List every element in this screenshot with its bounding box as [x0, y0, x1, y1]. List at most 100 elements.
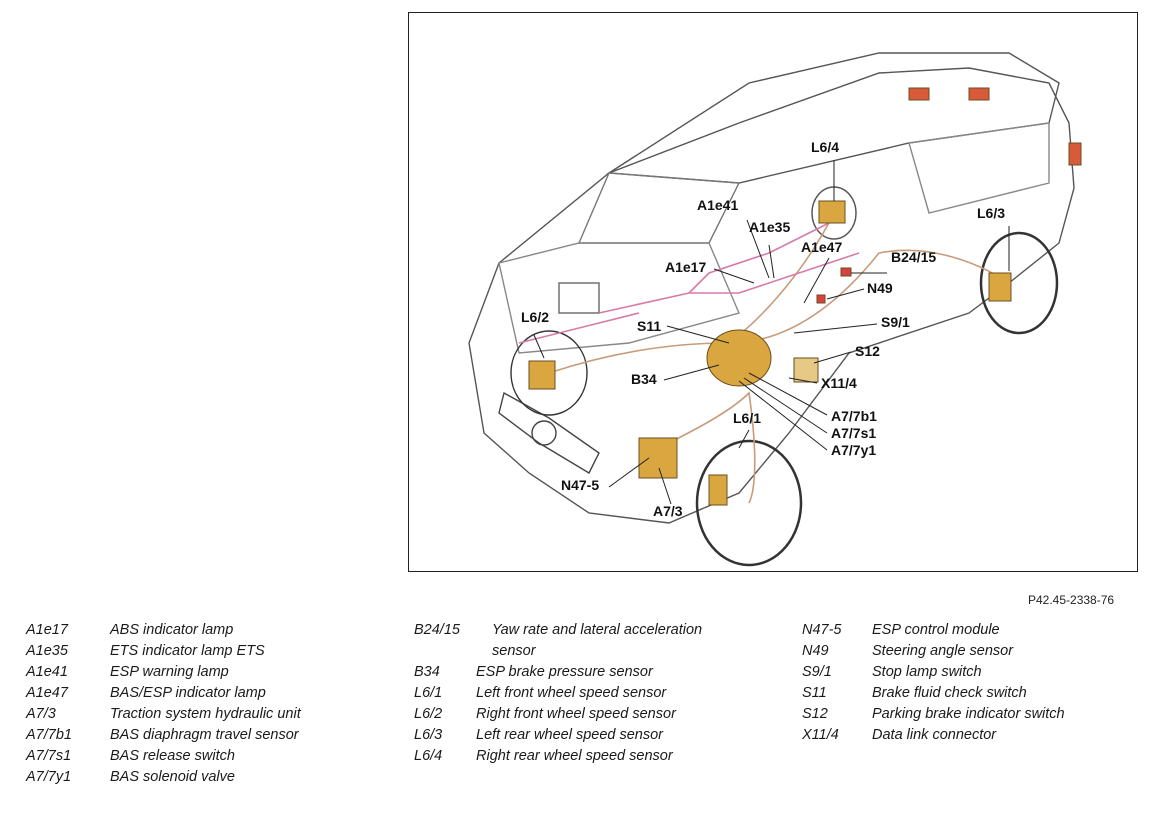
left-rear-wheel [979, 231, 1059, 335]
figure-reference-code: P42.45-2338-76 [1028, 593, 1115, 607]
callout-a7-7b1: A7/7b1 [831, 408, 877, 424]
legend-code: A7/3 [26, 706, 56, 722]
legend-code: N47-5 [802, 622, 842, 638]
leader-line [663, 364, 720, 381]
vehicle-grille [498, 391, 600, 474]
legend-code: B24/15 [414, 622, 460, 638]
legend-row: S9/1 Stop lamp switch [802, 662, 1142, 683]
legend-code: A1e41 [26, 664, 68, 680]
legend-row: A1e35 ETS indicator lamp ETS [26, 641, 386, 662]
legend-row: B24/15 Yaw rate and lateral acceleration [414, 620, 774, 641]
legend-code: S12 [802, 706, 828, 722]
rear-lamp [908, 87, 930, 101]
yaw-rate-sensor [840, 267, 852, 277]
legend-code: L6/1 [414, 685, 443, 701]
vehicle-roof [606, 52, 1060, 184]
legend-description: ESP control module [872, 622, 1000, 638]
legend-description: Stop lamp switch [872, 664, 982, 680]
brake-line [648, 391, 756, 504]
vehicle-diagram-frame: L6/4 A1e41 A1e35 A1e47 B24/15 L6/3 A1e17… [408, 12, 1138, 572]
vehicle-side-window [908, 122, 1050, 214]
leader-line [533, 334, 545, 359]
parking-brake-switch [793, 357, 819, 383]
legend-row: A1e17 ABS indicator lamp [26, 620, 386, 641]
legend-row: A1e41 ESP warning lamp [26, 662, 386, 683]
callout-s11: S11 [637, 318, 662, 334]
callout-a7-3: A7/3 [653, 503, 683, 519]
legend-description: Traction system hydraulic unit [110, 706, 301, 722]
legend-code: N49 [802, 643, 829, 659]
callout-a7-7s1: A7/7s1 [831, 425, 877, 441]
callout-l6-2: L6/2 [521, 309, 550, 325]
legend-column-1: A1e17 ABS indicator lamp A1e35 ETS indicat… [26, 620, 386, 788]
legend-row-continuation: sensor [414, 641, 774, 662]
leader-line [793, 323, 878, 334]
legend-row: N47-5 ESP control module [802, 620, 1142, 641]
left-rear-caliper [988, 272, 1012, 302]
traction-hydraulic-unit [638, 437, 678, 479]
legend-code: A1e17 [26, 622, 68, 638]
leader-line [608, 457, 650, 488]
legend-description: BAS release switch [110, 748, 235, 764]
legend-description: ESP brake pressure sensor [476, 664, 653, 680]
legend-code: A7/7y1 [26, 769, 72, 785]
leader-line [666, 325, 730, 344]
legend-description: ETS indicator lamp ETS [110, 643, 265, 659]
leader-line [748, 372, 828, 416]
legend-code: A7/7b1 [26, 727, 72, 743]
legend-row: A1e47 BAS/ESP indicator lamp [26, 683, 386, 704]
rear-lamp [968, 87, 990, 101]
leader-line [738, 380, 828, 451]
steering-angle-sensor [816, 294, 826, 304]
wiring-harness [518, 312, 640, 344]
leader-line [813, 351, 852, 364]
legend-code: A7/7s1 [26, 748, 72, 764]
legend-code: A1e35 [26, 643, 68, 659]
legend-description: Data link connector [872, 727, 997, 743]
left-front-wheel [695, 439, 803, 567]
legend-code: L6/2 [414, 706, 443, 722]
leader-line [743, 377, 828, 434]
legend-code: A1e47 [26, 685, 68, 701]
legend-description: Right rear wheel speed sensor [476, 748, 673, 764]
callout-a1e35: A1e35 [749, 219, 791, 235]
legend-description: ABS indicator lamp [110, 622, 234, 638]
wiring-harness [688, 222, 830, 294]
legend-description: BAS/ESP indicator lamp [110, 685, 266, 701]
leader-line [738, 429, 750, 449]
callout-s12: S12 [855, 343, 880, 359]
left-front-caliper [708, 474, 728, 506]
callout-n47-5: N47-5 [561, 477, 600, 493]
callout-b24-15: B24/15 [891, 249, 937, 265]
leader-line [826, 288, 865, 300]
leader-line [658, 467, 672, 505]
legend-description: BAS diaphragm travel sensor [110, 727, 299, 743]
legend-description: ESP warning lamp [110, 664, 229, 680]
rear-lamp [1068, 142, 1082, 166]
vehicle-body-outline [468, 67, 1075, 524]
vehicle-hood [498, 242, 740, 354]
legend-code: S9/1 [802, 664, 832, 680]
legend-row: A7/3 Traction system hydraulic unit [26, 704, 386, 725]
legend-description: Left rear wheel speed sensor [476, 727, 663, 743]
callout-l6-4: L6/4 [811, 139, 840, 155]
callout-l6-3: L6/3 [977, 205, 1006, 221]
legend-row: A7/7b1 BAS diaphragm travel sensor [26, 725, 386, 746]
leader-line [803, 257, 830, 304]
leader-line [788, 377, 818, 384]
callout-n49: N49 [867, 280, 893, 296]
vehicle-illustration [468, 52, 1082, 567]
callout-a1e41: A1e41 [697, 197, 739, 213]
brake-booster [706, 329, 772, 387]
legend-description: Yaw rate and lateral acceleration [492, 622, 703, 638]
legend-code: X11/4 [802, 727, 839, 743]
